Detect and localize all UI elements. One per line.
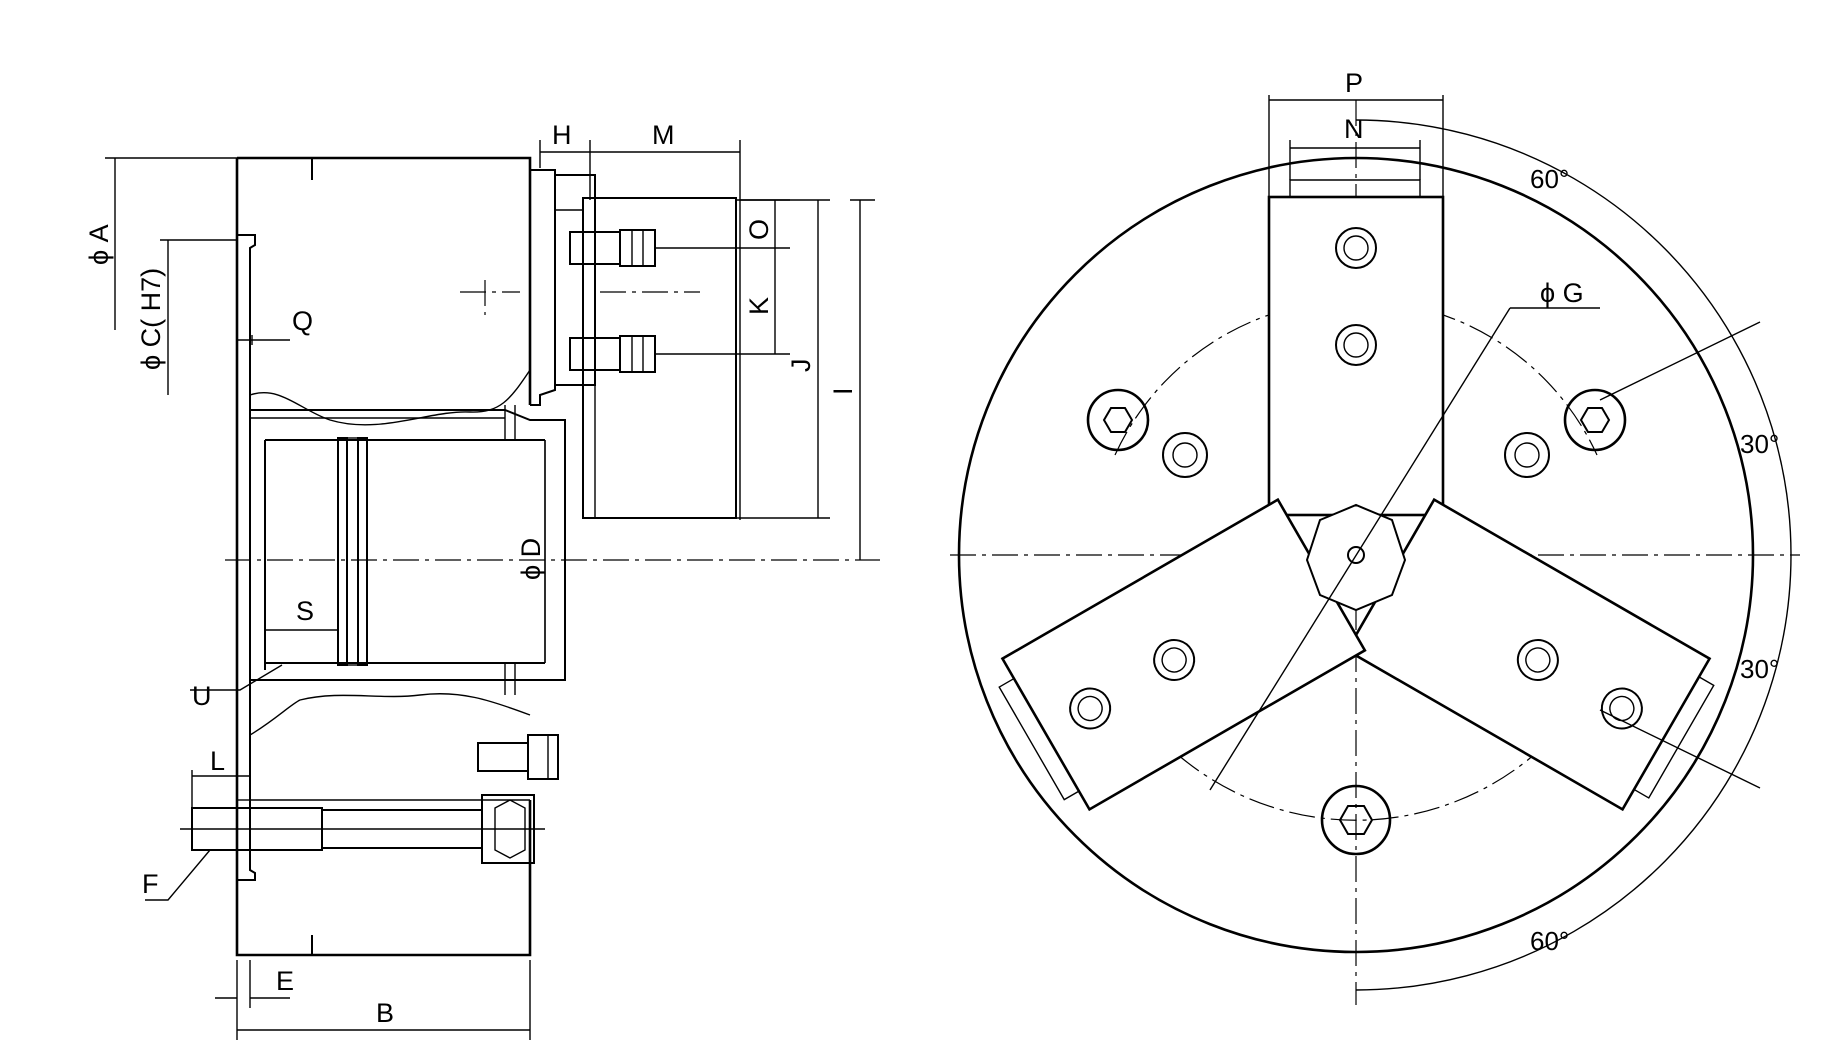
label-f: F: [142, 869, 159, 899]
label-o: O: [744, 219, 774, 240]
angle-right-upper-30: 30°: [1740, 429, 1779, 459]
mounting-hole-right: [1563, 388, 1627, 452]
angle-bottom-60: 60°: [1530, 926, 1569, 956]
label-phi-a: ϕ A: [84, 224, 114, 265]
label-e: E: [276, 966, 294, 996]
jaw-top: [1267, 179, 1445, 517]
label-s: S: [296, 596, 314, 626]
jaw-lower-left: [1345, 497, 1715, 812]
label-phi-d: ϕ D: [516, 538, 546, 580]
top-jaw: [530, 169, 737, 519]
mounting-bolt: [180, 794, 545, 864]
mounting-hole-left: [1086, 388, 1150, 452]
label-q: Q: [292, 306, 313, 336]
label-l: L: [210, 746, 225, 776]
label-p: P: [1345, 68, 1363, 98]
angle-top-60: 60°: [1530, 164, 1569, 194]
label-j: J: [786, 359, 816, 373]
jaw-lower-right: [998, 497, 1367, 812]
mounting-hole-bottom: [1320, 784, 1392, 856]
label-phi-g: ϕ G: [1540, 278, 1584, 308]
label-h: H: [552, 120, 572, 150]
label-phi-c: ϕ C( H7): [136, 268, 166, 370]
label-k: K: [744, 297, 774, 315]
jaw-screw-lower: [569, 335, 736, 373]
label-n: N: [1344, 114, 1364, 144]
label-m: M: [652, 120, 675, 150]
front-view: P N ϕ G 60° 30° 30° 60°: [950, 68, 1800, 1005]
label-u: U: [192, 681, 212, 711]
angle-right-lower-30: 30°: [1740, 654, 1779, 684]
plug-screw: [477, 734, 559, 780]
side-view: ϕ A ϕ C( H7) Q H M O K J I ϕ D S U L F E…: [84, 120, 880, 1040]
label-i: I: [828, 387, 858, 395]
jaw-screw-upper: [569, 229, 736, 267]
label-b: B: [376, 998, 394, 1028]
